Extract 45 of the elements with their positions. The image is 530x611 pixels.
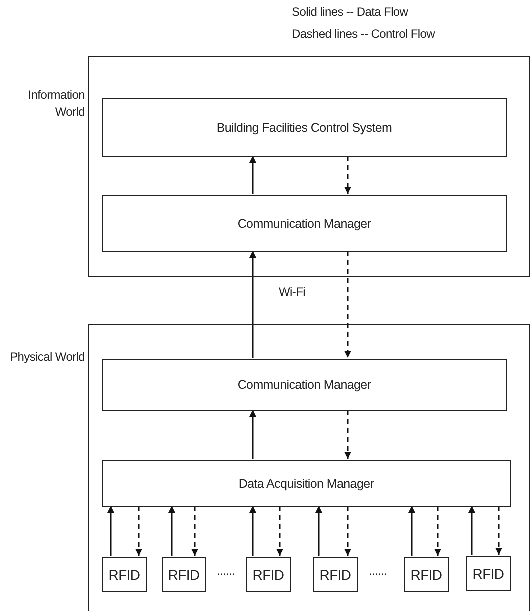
box-label: RFID — [108, 566, 140, 582]
box-label: Data Acquisition Manager — [238, 476, 374, 490]
component-box — [313, 557, 358, 592]
box-label: RFID — [410, 566, 442, 582]
arrow — [108, 506, 114, 556]
dashed-arrow — [344, 156, 352, 194]
component-box — [102, 98, 507, 157]
box-label: Building Facilities Control System — [216, 120, 392, 134]
component-box — [102, 195, 507, 252]
component-box — [162, 557, 206, 592]
component-box — [404, 557, 449, 592]
arrow — [250, 506, 256, 556]
box-label: Communication Manager — [238, 378, 372, 392]
component-box — [102, 359, 507, 411]
box-label: RFID — [320, 566, 352, 582]
component-box — [246, 557, 291, 592]
legend-note: Dashed lines -- Control Flow — [292, 27, 435, 41]
dashed-arrow — [434, 506, 442, 556]
dashed-arrow — [136, 506, 142, 556]
arrow — [250, 410, 256, 459]
group-heading: Physical World — [9, 349, 85, 366]
group-heading: Information World — [27, 87, 85, 121]
box-label: RFID — [252, 566, 284, 582]
arrow — [168, 506, 176, 556]
dashed-arrow — [276, 506, 284, 556]
component-box — [102, 557, 147, 592]
arrow — [250, 156, 256, 194]
component-box — [102, 460, 511, 507]
arrow — [250, 251, 256, 358]
link-label: Wi-Fi — [279, 285, 306, 299]
dashed-arrow — [344, 251, 352, 358]
dashed-arrow — [192, 506, 198, 556]
dashed-arrow — [344, 506, 352, 556]
ellipsis-text: ...... — [369, 564, 388, 578]
legend-note: Solid lines -- Data Flow — [292, 5, 408, 19]
arrow — [316, 506, 322, 556]
component-box — [466, 556, 511, 591]
box-label: RFID — [168, 566, 200, 582]
arrow — [408, 506, 416, 556]
box-label: RFID — [472, 566, 504, 582]
arrow — [468, 506, 476, 555]
box-label: Communication Manager — [238, 216, 372, 230]
dashed-arrow — [344, 410, 352, 459]
ellipsis-text: ...... — [217, 564, 236, 578]
dashed-arrow — [496, 506, 502, 555]
